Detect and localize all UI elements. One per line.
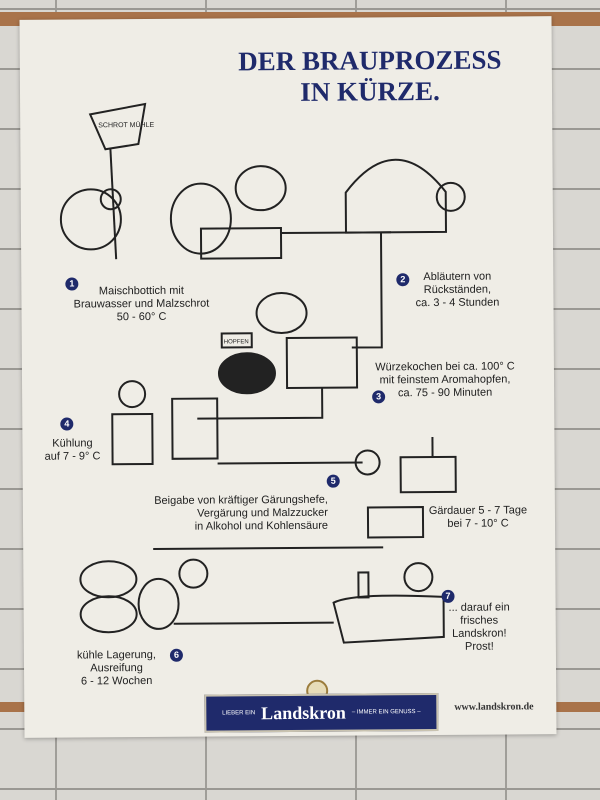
barrel-2 — [79, 595, 138, 634]
cooler — [171, 397, 219, 460]
bartender-figure — [403, 562, 434, 593]
mash-tun — [199, 227, 283, 260]
svg-text:HOPFEN: HOPFEN — [224, 339, 249, 345]
mill-sign: SCHROT MÜHLE — [98, 121, 154, 129]
brew-kettle — [285, 336, 359, 390]
lauter-tun — [344, 158, 447, 234]
brewing-poster: DER BRAUPROZESS IN KÜRZE. SCHROT MÜHLE H… — [19, 16, 557, 738]
fermenting-figure — [354, 449, 381, 476]
beer-tap — [357, 571, 370, 599]
mill-post — [109, 149, 118, 260]
steam-cloud — [234, 165, 287, 212]
step-6-badge: 6 — [169, 648, 183, 662]
website-text: www.landskron.de — [454, 701, 534, 713]
hops-pile — [217, 352, 276, 395]
pipe-4 — [217, 461, 363, 465]
mill-wheel — [99, 188, 122, 211]
pipe-6 — [173, 621, 334, 625]
barrel-3 — [137, 577, 180, 630]
brewer-figure-3 — [435, 181, 466, 212]
fermentation-tub — [366, 506, 425, 539]
hops-sign — [220, 332, 253, 349]
pipe-3 — [197, 387, 324, 420]
bar-counter — [332, 594, 445, 644]
fermentation-vat — [399, 455, 457, 494]
cooling-figure — [111, 412, 154, 466]
brewer-figure-1 — [59, 188, 122, 251]
step-5-badge: 5 — [326, 474, 340, 488]
cartoon-illustration: SCHROT MÜHLE HOPFEN — [59, 102, 466, 644]
pipe-2 — [351, 232, 383, 349]
step-5-text: Beigabe von kräftiger Gärungshefe,Vergär… — [154, 493, 329, 533]
cooling-figure-head — [118, 380, 147, 409]
cellar-figure — [178, 558, 209, 589]
barrel-1 — [79, 560, 138, 599]
landskron-banner: LIEBER EIN Landskron – IMMER EIN GENUSS … — [204, 692, 439, 733]
banner-left-text: LIEBER EIN — [222, 710, 256, 717]
mill-hopper — [88, 102, 147, 151]
pipe-5 — [153, 546, 384, 550]
step-4-badge: 4 — [60, 417, 74, 431]
step-3-badge: 3 — [372, 390, 386, 404]
banner-right-text: – IMMER EIN GENUSS – — [351, 709, 421, 716]
banner-brand-logo: Landskron — [261, 702, 346, 723]
steam-cloud-2 — [255, 292, 308, 335]
